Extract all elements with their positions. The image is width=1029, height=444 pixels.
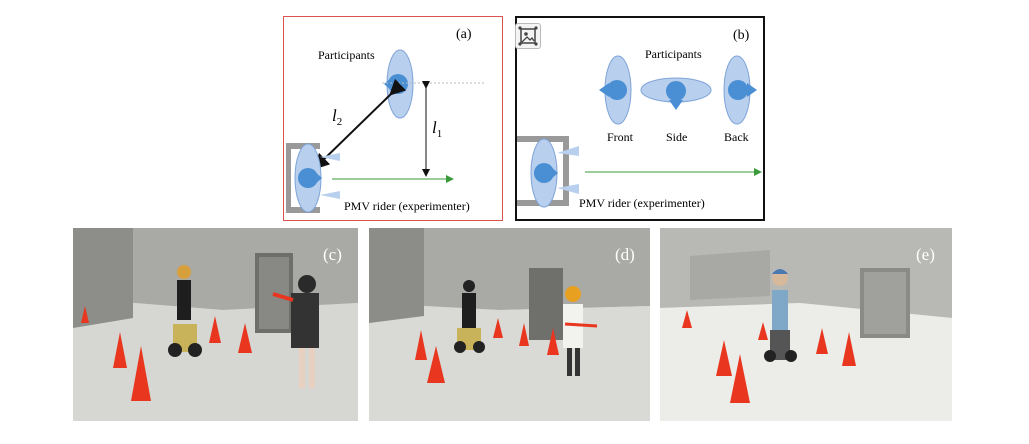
photo-c: (c) bbox=[73, 228, 358, 421]
photo-d: (d) bbox=[369, 228, 650, 421]
back-label: Back bbox=[724, 130, 749, 144]
panel-a-label: (a) bbox=[456, 27, 472, 42]
panel-b: (b) Participants Front Side Back bbox=[515, 16, 765, 221]
l1-label: l1 bbox=[432, 118, 442, 140]
rider-label-b: PMV rider (experimenter) bbox=[579, 196, 705, 210]
l2-arrow bbox=[313, 78, 407, 170]
participants-label-b: Participants bbox=[645, 47, 702, 61]
l2-label: l2 bbox=[332, 106, 342, 128]
pmv-rider-figure bbox=[286, 143, 340, 213]
photo-e: (e) bbox=[660, 228, 952, 421]
panel-b-diagram: (b) Participants Front Side Back bbox=[517, 28, 762, 210]
photo-e-label: (e) bbox=[916, 245, 935, 264]
image-glyph-icon bbox=[518, 26, 538, 46]
photo-d-scene: (d) bbox=[369, 228, 650, 421]
front-label: Front bbox=[607, 130, 634, 144]
photo-c-label: (c) bbox=[323, 245, 342, 264]
participant-figure bbox=[384, 49, 414, 119]
participant-front bbox=[599, 55, 632, 125]
rider-label: PMV rider (experimenter) bbox=[344, 199, 470, 213]
panel-a-diagram: (a) Participants l2 l1 PMV rider (experi… bbox=[286, 27, 484, 213]
pmv-rider-figure-b bbox=[517, 136, 579, 208]
image-icon[interactable] bbox=[515, 23, 541, 49]
participants-label: Participants bbox=[318, 48, 375, 62]
participant-back bbox=[723, 55, 757, 125]
photo-c-scene: (c) bbox=[73, 228, 358, 421]
participant-side bbox=[640, 77, 712, 110]
panel-b-label: (b) bbox=[733, 28, 750, 43]
side-label: Side bbox=[666, 130, 687, 144]
panel-a: (a) Participants l2 l1 PMV rider (experi… bbox=[283, 16, 503, 221]
photo-e-scene: (e) bbox=[660, 228, 952, 421]
photo-d-label: (d) bbox=[615, 245, 635, 264]
